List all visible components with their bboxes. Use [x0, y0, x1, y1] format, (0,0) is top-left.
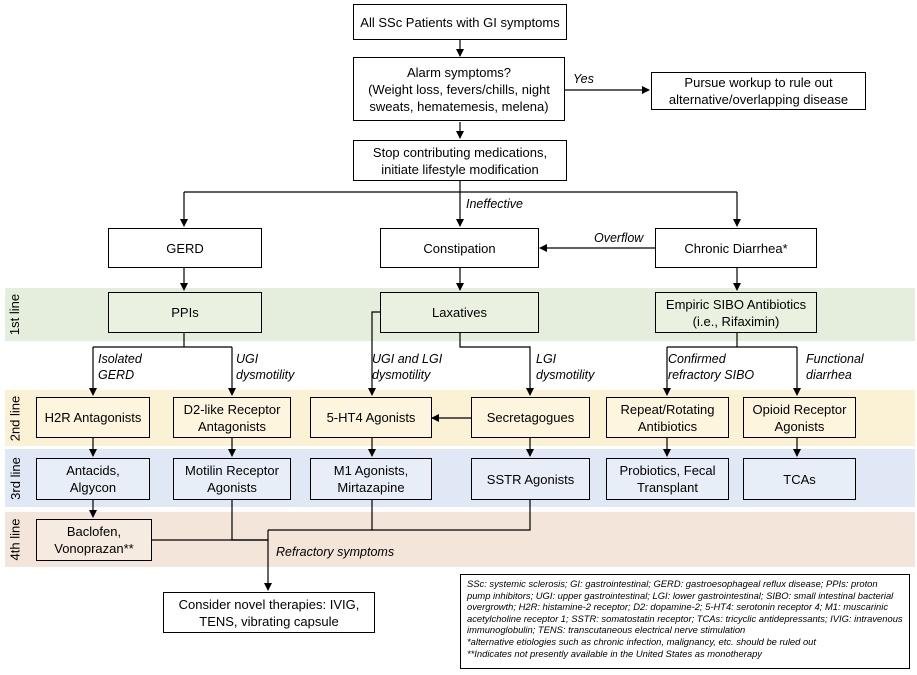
gerd-node: GERD	[108, 228, 262, 268]
abbreviations-legend: SSc: systemic sclerosis; GI: gastrointes…	[460, 574, 910, 669]
isolated-gerd-label: Isolated GERD	[98, 352, 142, 382]
ineffective-label: Ineffective	[466, 197, 523, 211]
chronic-diarrhea-node: Chronic Diarrhea*	[655, 228, 817, 268]
confirmed-sibo-label: Confirmed refractory SIBO	[668, 352, 755, 382]
novel-therapies-node: Consider novel therapies: IVIG, TENS, vi…	[163, 592, 375, 633]
h2r-antagonists-node: H2R Antagonists	[36, 397, 150, 438]
refractory-symptoms-label: Refractory symptoms	[276, 545, 395, 559]
5ht4-agonists-node: 5-HT4 Agonists	[310, 397, 432, 438]
pursue-workup-node: Pursue workup to rule out alternative/ov…	[651, 72, 866, 110]
constipation-node: Constipation	[380, 228, 539, 268]
laxatives-node: Laxatives	[380, 292, 539, 333]
alarm-symptoms-node: Alarm symptoms? (Weight loss, fevers/chi…	[353, 57, 565, 121]
legend-abbreviations: SSc: systemic sclerosis; GI: gastrointes…	[467, 578, 903, 636]
ugi-lgi-dysmotility-label: UGI and LGI dysmotility	[372, 352, 443, 382]
stop-medications-node: Stop contributing medications, initiate …	[353, 140, 567, 181]
motilin-agonists-node: Motilin Receptor Agonists	[173, 458, 291, 500]
lgi-dysmotility-label: LGI dysmotility	[536, 352, 595, 382]
baclofen-node: Baclofen, Vonoprazan**	[36, 519, 152, 561]
functional-diarrhea-label: Functional diarrhea	[806, 352, 864, 382]
antacids-node: Antacids, Algycon	[36, 458, 150, 500]
legend-note-2: **Indicates not presently available in t…	[467, 647, 762, 659]
legend-note-1: *alternative etiologies such as chronic …	[467, 635, 816, 647]
m1-agonists-node: M1 Agonists, Mirtazapine	[310, 458, 432, 500]
opioid-agonists-node: Opioid Receptor Agonists	[743, 397, 856, 438]
ugi-dysmotility-label: UGI dysmotility	[236, 352, 295, 382]
yes-label: Yes	[573, 72, 594, 86]
d2-receptor-antagonists-node: D2-like Receptor Antagonists	[173, 397, 291, 438]
ppis-node: PPIs	[108, 292, 262, 333]
repeat-antibiotics-node: Repeat/Rotating Antibiotics	[606, 397, 729, 438]
tcas-node: TCAs	[743, 458, 856, 500]
secretagogues-node: Secretagogues	[471, 397, 590, 438]
probiotics-node: Probiotics, Fecal Transplant	[606, 458, 729, 500]
sstr-agonists-node: SSTR Agonists	[471, 458, 590, 500]
sibo-antibiotics-node: Empiric SIBO Antibiotics (i.e., Rifaximi…	[655, 292, 817, 333]
overflow-label: Overflow	[594, 231, 644, 245]
all-ssc-patients-node: All SSc Patients with GI symptoms	[353, 4, 567, 40]
